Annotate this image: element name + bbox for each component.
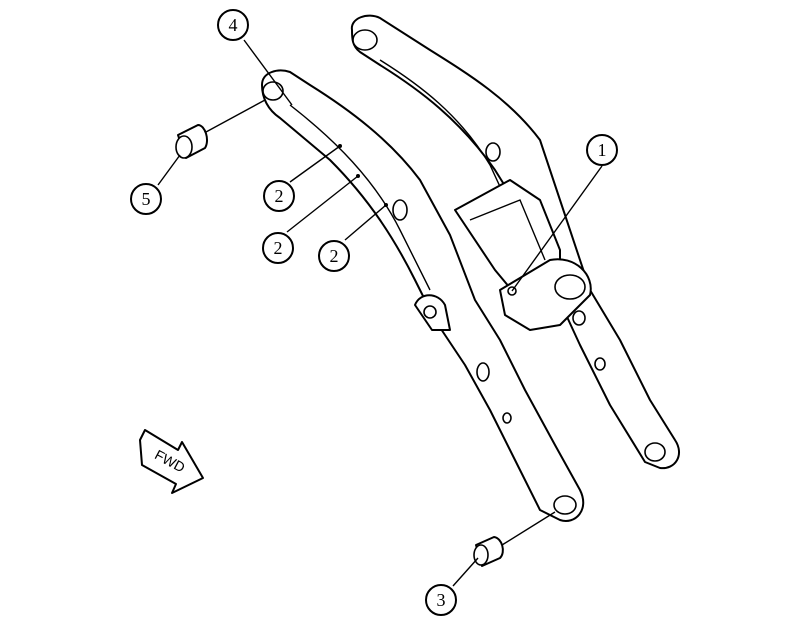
callout-5: 5 [130,183,162,215]
callout-label: 2 [274,238,283,258]
callout-2c: 2 [318,240,350,272]
callout-label: 1 [598,140,607,160]
rear-arm-bottom-bore [644,442,666,462]
front-arm-hole [392,199,408,221]
rear-arm-hole [594,357,606,371]
forward-direction-arrow: FWD [139,429,204,494]
callout-3: 3 [425,584,457,616]
callout-2a: 2 [263,180,295,212]
callout-4: 4 [217,9,249,41]
callout-label: 2 [330,246,339,266]
rear-lift-arm [350,14,680,470]
rear-arm-hole [572,310,586,326]
leader-lines [157,39,603,587]
callout-2b: 2 [262,232,294,264]
front-arm-hole [502,412,512,424]
rear-arm-top-bore [352,29,378,51]
bracket-bore [554,274,586,300]
callout-label: 2 [275,186,284,206]
bushing-top [175,124,208,159]
front-arm-hole [476,362,490,382]
bushing-bottom [473,536,504,567]
callout-1: 1 [586,134,618,166]
callout-label: 4 [229,15,238,35]
rear-arm-hole [485,142,501,162]
callout-label: 5 [142,189,151,209]
callout-label: 3 [437,590,446,610]
front-arm-bottom-bore [553,495,577,515]
front-arm-top-bore [262,81,284,101]
front-lift-arm [261,69,585,522]
